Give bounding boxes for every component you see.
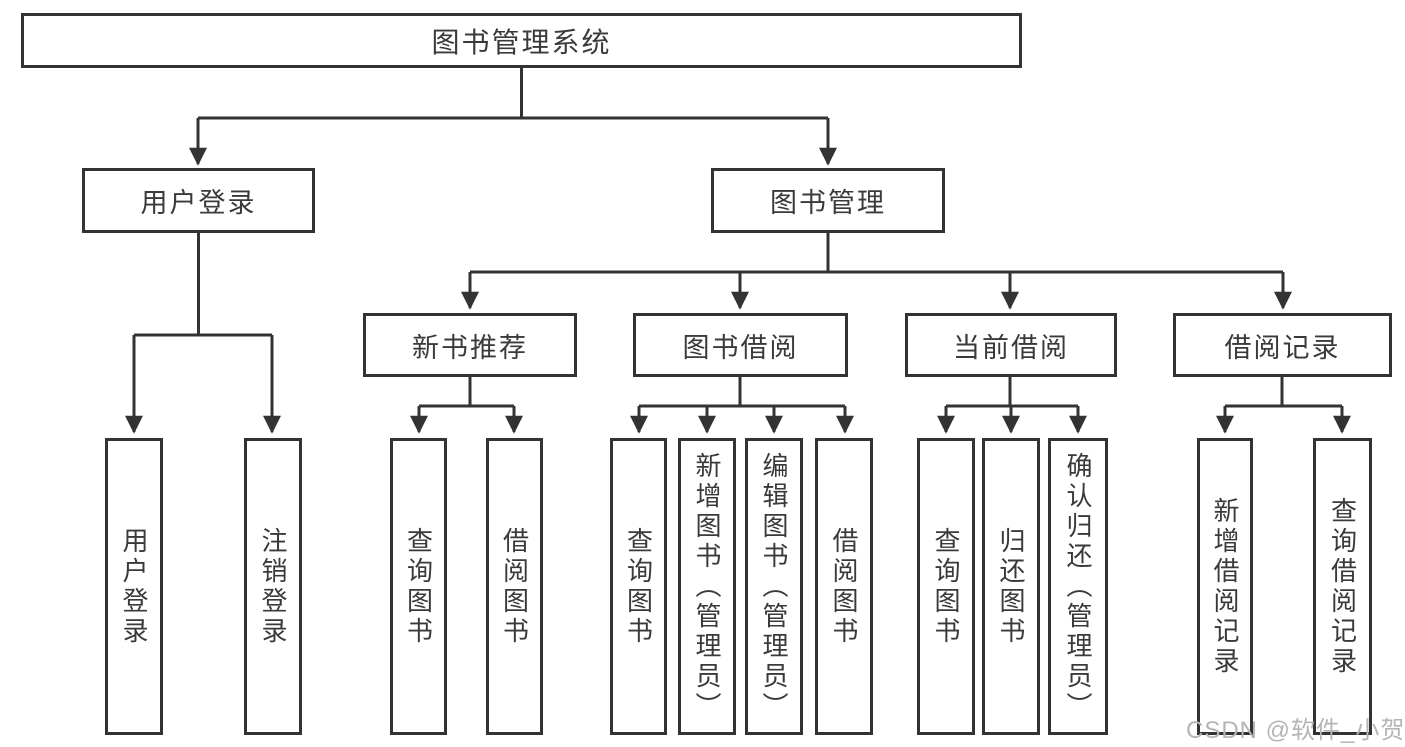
- node-label: 查询借阅记录: [1327, 496, 1358, 677]
- node-current-borrow: 当前借阅: [905, 313, 1117, 377]
- node-label: 用户登录: [119, 526, 149, 647]
- node-label: 编辑图书（管理员）: [759, 451, 789, 722]
- leaf-confirm-return-admin: 确认归还（管理员）: [1048, 438, 1108, 735]
- node-library-management-system: 图书管理系统: [21, 13, 1022, 68]
- node-user-login: 用户登录: [82, 168, 315, 233]
- node-label: 查询图书: [931, 526, 961, 647]
- node-label: 借阅图书: [829, 526, 859, 647]
- node-label: 用户登录: [140, 188, 257, 218]
- node-label: 新增图书（管理员）: [692, 451, 722, 722]
- node-label: 图书借阅: [682, 332, 799, 363]
- leaf-add-book-admin: 新增图书（管理员）: [678, 438, 736, 735]
- node-label: 查询图书: [403, 526, 434, 647]
- node-label: 借阅记录: [1224, 332, 1341, 363]
- leaf-borrow-books: 借阅图书: [815, 438, 873, 735]
- leaf-query-books-recommend: 查询图书: [390, 438, 447, 735]
- leaf-logout: 注销登录: [244, 438, 302, 735]
- node-label: 图书管理: [770, 188, 886, 218]
- node-borrow-records: 借阅记录: [1173, 313, 1392, 377]
- node-new-book-recommend: 新书推荐: [363, 313, 577, 377]
- node-label: 借阅图书: [499, 526, 530, 647]
- leaf-query-borrow-record: 查询借阅记录: [1313, 438, 1372, 735]
- node-label: 确认归还（管理员）: [1063, 451, 1093, 722]
- node-label: 查询图书: [623, 526, 654, 647]
- leaf-add-borrow-record: 新增借阅记录: [1197, 438, 1253, 735]
- node-label: 当前借阅: [953, 332, 1069, 363]
- leaf-query-books-borrow: 查询图书: [610, 438, 667, 735]
- node-book-management: 图书管理: [711, 168, 945, 233]
- csdn-watermark: CSDN @软件_小贺同学: [1186, 717, 1405, 744]
- leaf-edit-book-admin: 编辑图书（管理员）: [745, 438, 803, 735]
- node-label: 归还图书: [996, 526, 1026, 647]
- node-label: 注销登录: [258, 526, 288, 647]
- node-label: 图书管理系统: [431, 26, 612, 58]
- node-label: 新增借阅记录: [1210, 496, 1240, 677]
- leaf-return-book: 归还图书: [982, 438, 1040, 735]
- node-book-borrow: 图书借阅: [633, 313, 848, 377]
- node-label: 新书推荐: [412, 332, 528, 363]
- leaf-borrow-books-recommend: 借阅图书: [486, 438, 543, 735]
- leaf-user-login: 用户登录: [105, 438, 163, 735]
- leaf-query-books-current: 查询图书: [917, 438, 975, 735]
